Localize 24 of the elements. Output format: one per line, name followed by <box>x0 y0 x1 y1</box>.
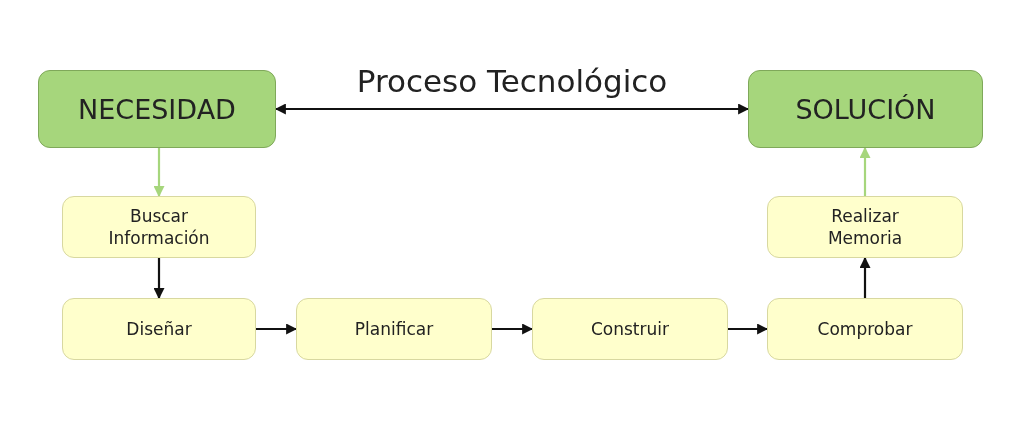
box-label: Comprobar <box>817 317 913 341</box>
arrow <box>492 323 534 335</box>
process-box <box>62 196 256 258</box>
arrow <box>153 148 165 198</box>
box-label: Diseñar <box>126 317 192 341</box>
process-box <box>532 298 728 360</box>
process-box <box>62 298 256 360</box>
box-label: Construir <box>590 317 669 341</box>
arrow <box>256 323 298 335</box>
box-label: Buscar Información <box>107 204 211 250</box>
process-box <box>767 298 963 360</box>
rounded-box <box>38 70 276 148</box>
rounded-box <box>748 70 983 148</box>
arrow <box>859 146 871 196</box>
arrow <box>153 258 165 300</box>
box-label: Planificar <box>354 317 434 341</box>
arrow <box>728 323 769 335</box>
box-label: NECESIDAD <box>78 93 236 125</box>
arrow <box>859 256 871 298</box>
box-label: SOLUCIÓN <box>795 93 936 125</box>
process-box <box>296 298 492 360</box>
process-box <box>767 196 963 258</box>
arrow <box>274 103 750 115</box>
box-label: Realizar Memoria <box>826 204 904 250</box>
